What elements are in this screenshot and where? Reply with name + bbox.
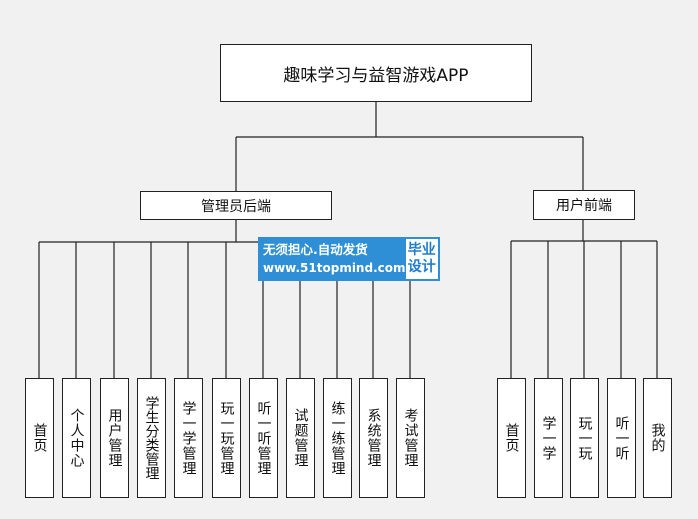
user-leaf-mine: 我的 <box>643 378 672 498</box>
admin-leaf-label: 系统管理 <box>365 408 382 468</box>
admin-leaf-exam-management: 考试管理 <box>396 378 425 498</box>
user-leaf-play: 玩一玩 <box>570 378 599 498</box>
admin-leaf-label: 玩一玩管理 <box>218 400 235 476</box>
user-leaf-listen: 听一听 <box>607 378 636 498</box>
admin-leaf-label: 学一学管理 <box>180 400 197 476</box>
admin-backend-node: 管理员后端 <box>140 191 332 220</box>
user-leaf-label: 首页 <box>503 423 520 453</box>
admin-leaf-question-management: 试题管理 <box>286 378 315 498</box>
admin-leaf-label: 首页 <box>31 423 48 453</box>
admin-leaf-label: 用户管理 <box>106 408 123 468</box>
user-leaf-label: 玩一玩 <box>576 415 593 461</box>
watermark-badge-line2: 设计 <box>407 259 436 275</box>
watermark-badge-line1: 毕业 <box>407 242 436 258</box>
root-node: 趣味学习与益智游戏APP <box>220 44 532 102</box>
admin-leaf-label: 个人中心 <box>68 408 85 468</box>
admin-leaf-play-management: 玩一玩管理 <box>212 378 241 498</box>
user-leaf-home: 首页 <box>497 378 526 498</box>
watermark-text: 无须担心.自动发货 www.51topmind.com <box>258 237 406 281</box>
admin-leaf-label: 练一练管理 <box>329 400 346 476</box>
watermark-banner: 无须担心.自动发货 www.51topmind.com 毕业 设计 <box>258 237 440 281</box>
admin-leaf-user-management: 用户管理 <box>100 378 129 498</box>
user-leaf-learn: 学一学 <box>534 378 563 498</box>
user-leaf-label: 听一听 <box>613 415 630 461</box>
admin-leaf-label: 试题管理 <box>292 408 309 468</box>
admin-backend-label: 管理员后端 <box>201 198 271 215</box>
admin-leaf-listen-management: 听一听管理 <box>249 378 278 498</box>
admin-leaf-student-category-management: 学生分类管理 <box>137 378 166 498</box>
admin-leaf-label: 考试管理 <box>402 408 419 468</box>
admin-leaf-label: 听一听管理 <box>255 400 272 476</box>
admin-leaf-personal-center: 个人中心 <box>62 378 91 498</box>
watermark-badge: 毕业 设计 <box>405 239 438 279</box>
user-frontend-label: 用户前端 <box>556 198 612 214</box>
admin-leaf-learn-management: 学一学管理 <box>174 378 203 498</box>
user-frontend-node: 用户前端 <box>533 190 635 220</box>
user-leaf-label: 我的 <box>649 423 666 453</box>
admin-leaf-system-management: 系统管理 <box>359 378 388 498</box>
watermark-url: www.51topmind.com <box>263 261 406 275</box>
root-node-label: 趣味学习与益智游戏APP <box>283 65 469 86</box>
admin-leaf-practice-management: 练一练管理 <box>323 378 352 498</box>
admin-leaf-home: 首页 <box>25 378 54 498</box>
admin-leaf-label: 学生分类管理 <box>143 396 160 480</box>
user-leaf-label: 学一学 <box>540 415 557 461</box>
watermark-line1: 无须担心.自动发货 <box>263 242 368 257</box>
